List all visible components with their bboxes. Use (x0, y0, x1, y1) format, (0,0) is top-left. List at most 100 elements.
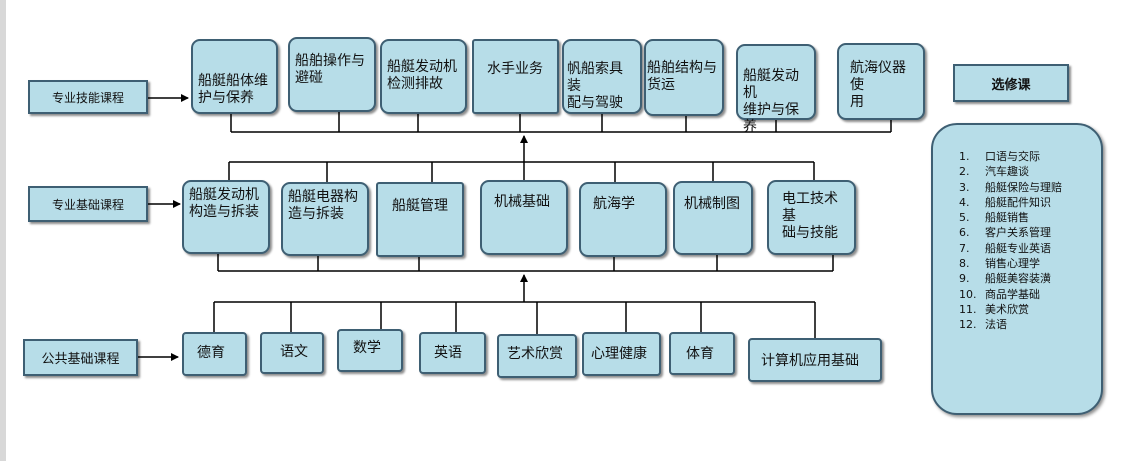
line-1: 船艇管理 (392, 198, 448, 214)
elective-item: 2. 汽车趣谈 (959, 164, 1062, 179)
line-2: 造与拆装 (288, 206, 344, 222)
elective-item: 3. 船艇保险与理赔 (959, 180, 1062, 195)
elective-item: 7. 船艇专业英语 (959, 241, 1062, 256)
skill-course-nav-instruments: 航海仪器使 用 (837, 43, 925, 120)
category-skill-courses: 专业技能课程 (28, 80, 148, 114)
item-number: 7. (959, 241, 970, 255)
line-1: 水手业务 (487, 61, 543, 77)
elective-item: 11. 美术欣赏 (959, 302, 1062, 317)
item-number: 9. (959, 272, 970, 286)
skill-course-hull-maintenance: 船艇船体维 护与保养 (191, 39, 278, 114)
line-2: 货运 (647, 77, 675, 93)
item-label: 汽车趣谈 (985, 165, 1029, 179)
label: 语文 (280, 344, 308, 360)
elective-item: 10. 商品学基础 (959, 287, 1062, 302)
item-label: 船艇保险与理赔 (985, 180, 1062, 194)
item-number: 2. (959, 165, 970, 179)
basic-course-navigation: 航海学 (579, 182, 667, 257)
line-1: 航海学 (593, 196, 635, 212)
elective-list-panel: 1. 口语与交际 2. 汽车趣谈 3. 船艇保险与理赔 4. 船艇配件知识 5. 船艇销售… (931, 123, 1103, 415)
item-number: 5. (959, 211, 970, 225)
item-number: 3. (959, 180, 970, 194)
line-1: 船艇船体维 (198, 73, 268, 89)
line-1: 船艇电器构 (288, 189, 358, 205)
item-number: 10. (959, 287, 977, 301)
line-2: 避碰 (295, 70, 323, 86)
left-edge-bar (0, 0, 6, 461)
item-label: 船艇配件知识 (985, 195, 1051, 209)
item-label: 美术欣赏 (985, 302, 1029, 316)
basic-course-boat-management: 船艇管理 (376, 182, 464, 257)
elective-title: 选修课 (953, 64, 1069, 102)
elective-item: 8. 销售心理学 (959, 256, 1062, 271)
elective-item: 6. 客户关系管理 (959, 225, 1062, 240)
public-course-computer-basics: 计算机应用基础 (748, 338, 882, 382)
public-course-english: 英语 (419, 332, 486, 374)
elective-item: 4. 船艇配件知识 (959, 195, 1062, 210)
label: 数学 (353, 340, 381, 356)
item-number: 12. (959, 318, 977, 332)
item-number: 8. (959, 257, 970, 271)
line-1: 船艇发动机 (743, 68, 799, 101)
item-label: 法语 (985, 318, 1007, 332)
elective-list: 1. 口语与交际 2. 汽车趣谈 3. 船艇保险与理赔 4. 船艇配件知识 5. 船艇销售… (959, 149, 1062, 333)
line-1: 帆船索具装 (567, 61, 623, 94)
line-1: 船艇发动机 (189, 187, 259, 203)
line-1: 机械基础 (494, 194, 550, 210)
basic-course-engine-construction: 船艇发动机 构造与拆装 (182, 180, 270, 254)
item-number: 4. (959, 195, 970, 209)
line-1: 船艇发动机 (387, 59, 457, 75)
public-course-physical-education: 体育 (669, 332, 735, 375)
line-1: 船舶操作与 (295, 53, 365, 69)
item-label: 销售心理学 (985, 257, 1040, 271)
line-1: 航海仪器使 (850, 60, 906, 93)
basic-course-electrical-construction: 船艇电器构 造与拆装 (281, 182, 369, 256)
line-2: 础与技能 (782, 225, 838, 241)
basic-course-mechanical-basics: 机械基础 (480, 180, 568, 255)
label: 艺术欣赏 (507, 346, 563, 362)
public-course-mental-health: 心理健康 (582, 332, 661, 376)
line-1: 电工技术基 (782, 191, 838, 224)
item-number: 11. (959, 302, 977, 316)
item-label: 客户关系管理 (985, 226, 1051, 240)
public-course-moral-education: 德育 (182, 332, 247, 376)
skill-course-sailing-rigging: 帆船索具装 配与驾驶 (562, 39, 642, 114)
item-label: 船艇销售 (985, 211, 1029, 225)
elective-item: 9. 船艇美容装潢 (959, 271, 1062, 286)
line-2: 用 (850, 94, 864, 110)
item-label: 船艇美容装潢 (985, 272, 1051, 286)
public-course-art-appreciation: 艺术欣赏 (497, 334, 577, 378)
label: 英语 (434, 345, 462, 361)
line-1: 船舶结构与 (647, 60, 717, 76)
skill-course-engine-maintenance: 船艇发动机 维护与保养 (736, 44, 816, 135)
category-public-courses: 公共基础课程 (23, 339, 138, 376)
line-2: 配与驾驶 (567, 95, 623, 111)
line-2: 护与保养 (198, 90, 254, 106)
label: 计算机应用基础 (761, 353, 859, 369)
basic-course-mechanical-drawing: 机械制图 (673, 181, 753, 255)
item-label: 商品学基础 (985, 287, 1040, 301)
skill-course-ship-handling: 船舶操作与 避碰 (288, 37, 376, 112)
item-number: 6. (959, 226, 970, 240)
label: 心理健康 (591, 346, 647, 362)
skill-course-engine-diagnostics: 船艇发动机 检测排故 (380, 39, 467, 114)
public-course-chinese: 语文 (260, 332, 324, 374)
basic-course-electrical-tech: 电工技术基 础与技能 (767, 180, 856, 255)
elective-item: 1. 口语与交际 (959, 149, 1062, 164)
label: 德育 (197, 345, 225, 361)
item-number: 1. (959, 150, 970, 163)
public-course-math: 数学 (337, 329, 403, 372)
skill-course-ship-structure: 船舶结构与 货运 (644, 39, 724, 116)
line-2: 构造与拆装 (189, 204, 259, 220)
elective-item: 5. 船艇销售 (959, 210, 1062, 225)
skill-course-seamanship: 水手业务 (472, 39, 559, 114)
item-label: 口语与交际 (985, 150, 1040, 163)
line-2: 检测排故 (387, 76, 443, 92)
line-2: 维护与保养 (743, 102, 799, 135)
category-basic-courses: 专业基础课程 (28, 186, 148, 222)
line-1: 机械制图 (684, 196, 740, 212)
elective-item: 12. 法语 (959, 317, 1062, 332)
item-label: 船艇专业英语 (985, 241, 1051, 255)
label: 体育 (686, 346, 714, 362)
